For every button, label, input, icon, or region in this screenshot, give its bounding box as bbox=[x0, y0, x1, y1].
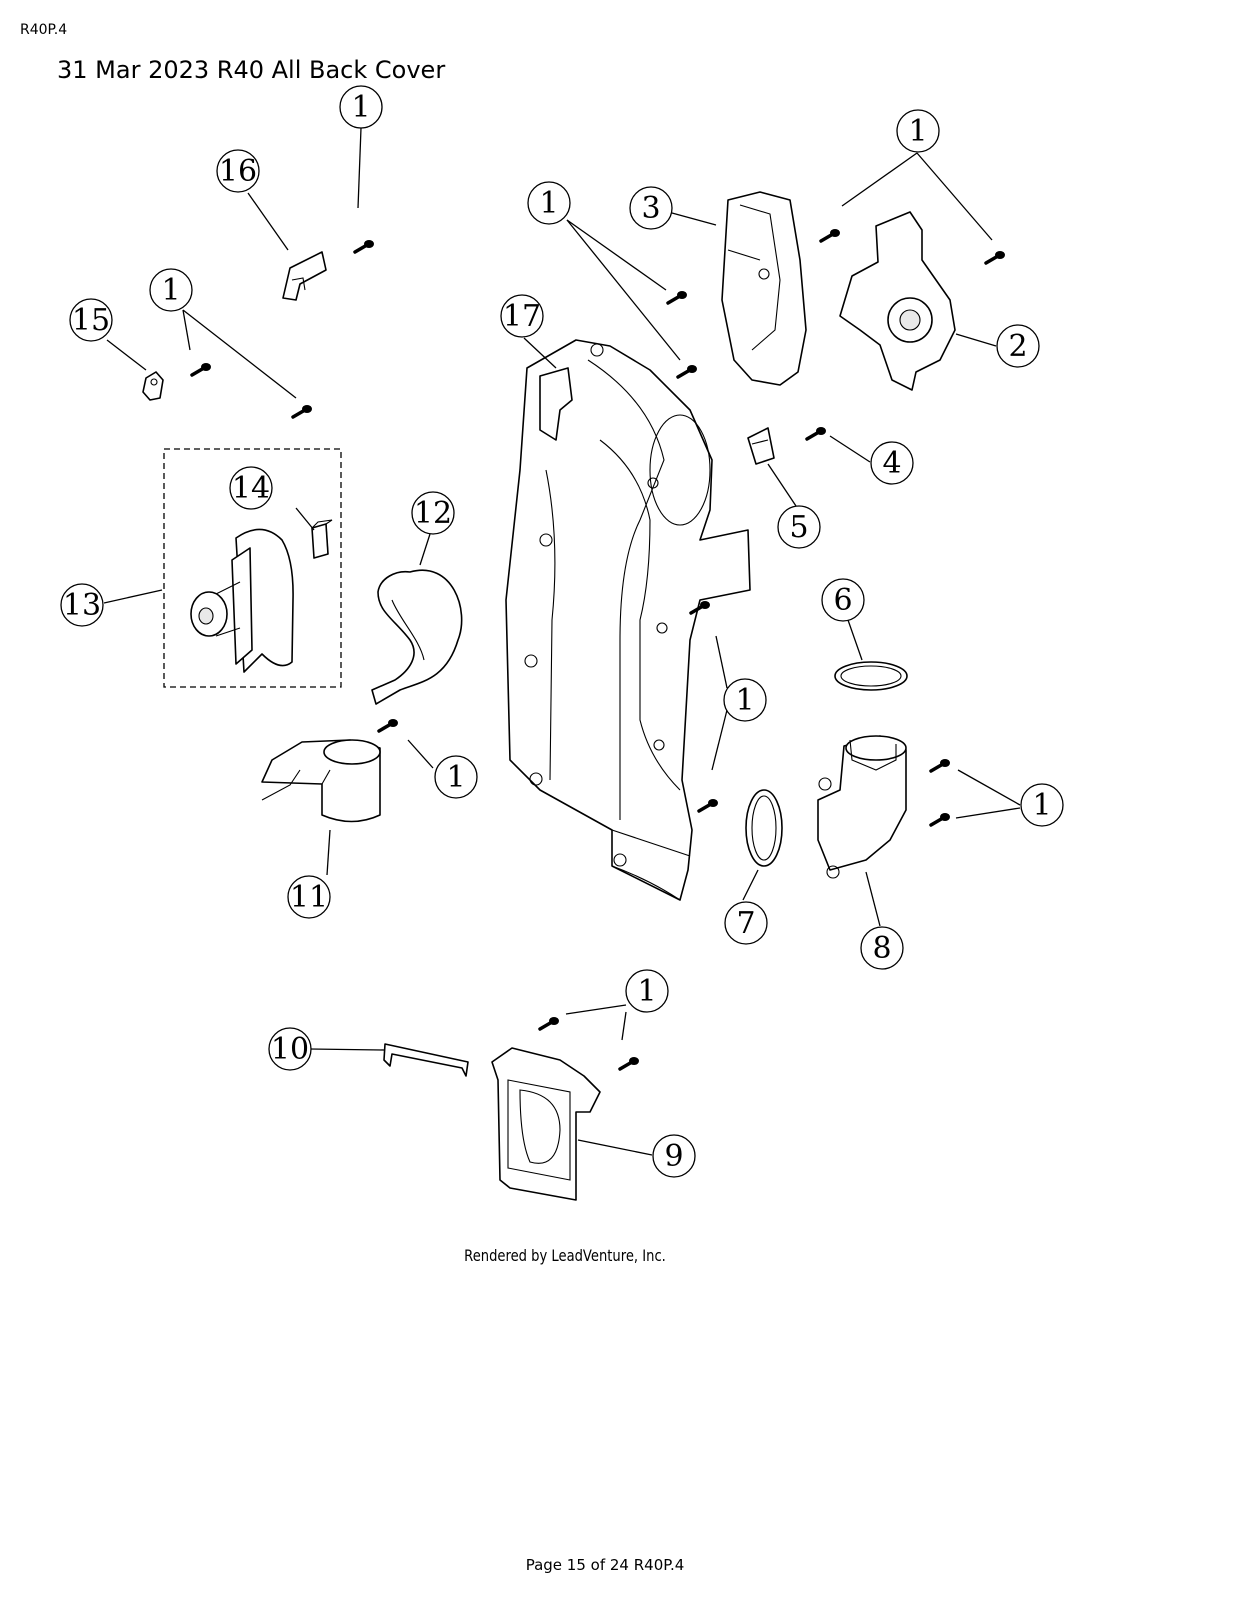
callout-4: 4 bbox=[870, 441, 914, 485]
callout-7: 7 bbox=[724, 901, 768, 945]
document-title: 31 Mar 2023 R40 All Back Cover bbox=[57, 56, 446, 84]
callout-1f: 1 bbox=[434, 755, 478, 799]
svg-text:11: 11 bbox=[290, 880, 328, 915]
callout-1g: 1 bbox=[1020, 783, 1064, 827]
callout-1d: 1 bbox=[149, 268, 193, 312]
svg-text:1: 1 bbox=[908, 114, 927, 149]
callout-1h: 1 bbox=[625, 969, 669, 1013]
part-14-block bbox=[311, 519, 333, 559]
callout-10: 10 bbox=[268, 1027, 312, 1071]
callout-6: 6 bbox=[821, 578, 865, 622]
callout-12: 12 bbox=[411, 491, 455, 535]
svg-text:1: 1 bbox=[446, 760, 465, 795]
callout-5: 5 bbox=[777, 505, 821, 549]
part-15-clip bbox=[142, 371, 164, 401]
svg-text:14: 14 bbox=[232, 471, 270, 506]
part-10-seal-strip bbox=[383, 1043, 469, 1077]
part-13-assembly-box bbox=[163, 448, 342, 688]
part-11-holder bbox=[261, 739, 381, 823]
svg-text:17: 17 bbox=[503, 299, 541, 334]
svg-text:1: 1 bbox=[1032, 788, 1051, 823]
svg-text:16: 16 bbox=[219, 154, 257, 189]
svg-text:15: 15 bbox=[72, 303, 110, 338]
svg-text:1: 1 bbox=[351, 90, 370, 125]
render-credit: Rendered by LeadVenture, Inc. bbox=[464, 1246, 666, 1265]
svg-text:5: 5 bbox=[789, 510, 808, 545]
svg-text:8: 8 bbox=[872, 931, 891, 966]
svg-text:9: 9 bbox=[664, 1139, 683, 1174]
callout-17: 17 bbox=[500, 294, 544, 338]
part-17-back-cover bbox=[505, 339, 751, 901]
callout-13: 13 bbox=[60, 583, 104, 627]
svg-text:10: 10 bbox=[271, 1032, 309, 1067]
leader-lines bbox=[103, 127, 1021, 1156]
svg-text:4: 4 bbox=[882, 446, 901, 481]
callout-15: 15 bbox=[69, 298, 113, 342]
page-id: R40P.4 bbox=[20, 22, 68, 38]
callout-1a: 1 bbox=[339, 85, 383, 129]
callout-8: 8 bbox=[860, 926, 904, 970]
svg-text:1: 1 bbox=[637, 974, 656, 1009]
svg-text:3: 3 bbox=[641, 191, 660, 226]
svg-text:1: 1 bbox=[735, 683, 754, 718]
callout-14: 14 bbox=[229, 466, 273, 510]
part-5-clip bbox=[747, 427, 775, 465]
part-8-elbow bbox=[817, 735, 907, 879]
callout-2: 2 bbox=[996, 324, 1040, 368]
callout-11: 11 bbox=[287, 875, 331, 919]
part-12-hose-strap bbox=[371, 569, 463, 705]
svg-text:2: 2 bbox=[1008, 329, 1027, 364]
svg-text:7: 7 bbox=[736, 906, 755, 941]
svg-text:6: 6 bbox=[833, 583, 852, 618]
callout-16: 16 bbox=[216, 149, 260, 193]
part-16-clip bbox=[282, 251, 327, 301]
callout-1e: 1 bbox=[723, 678, 767, 722]
callout-1c: 1 bbox=[527, 181, 571, 225]
part-2-swivel bbox=[839, 211, 956, 391]
part-13-valve bbox=[190, 528, 294, 673]
page-footer: Page 15 of 24 R40P.4 bbox=[525, 1556, 685, 1574]
callout-1b: 1 bbox=[896, 109, 940, 153]
svg-text:1: 1 bbox=[539, 186, 558, 221]
part-3-cover-piece bbox=[721, 191, 807, 386]
callout-9: 9 bbox=[652, 1134, 696, 1178]
part-7-oring bbox=[745, 789, 783, 867]
part-6-oring bbox=[834, 661, 908, 691]
part-9-door bbox=[491, 1047, 601, 1201]
svg-text:12: 12 bbox=[414, 496, 452, 531]
svg-text:1: 1 bbox=[161, 273, 180, 308]
callout-3: 3 bbox=[629, 186, 673, 230]
svg-text:13: 13 bbox=[63, 588, 101, 623]
